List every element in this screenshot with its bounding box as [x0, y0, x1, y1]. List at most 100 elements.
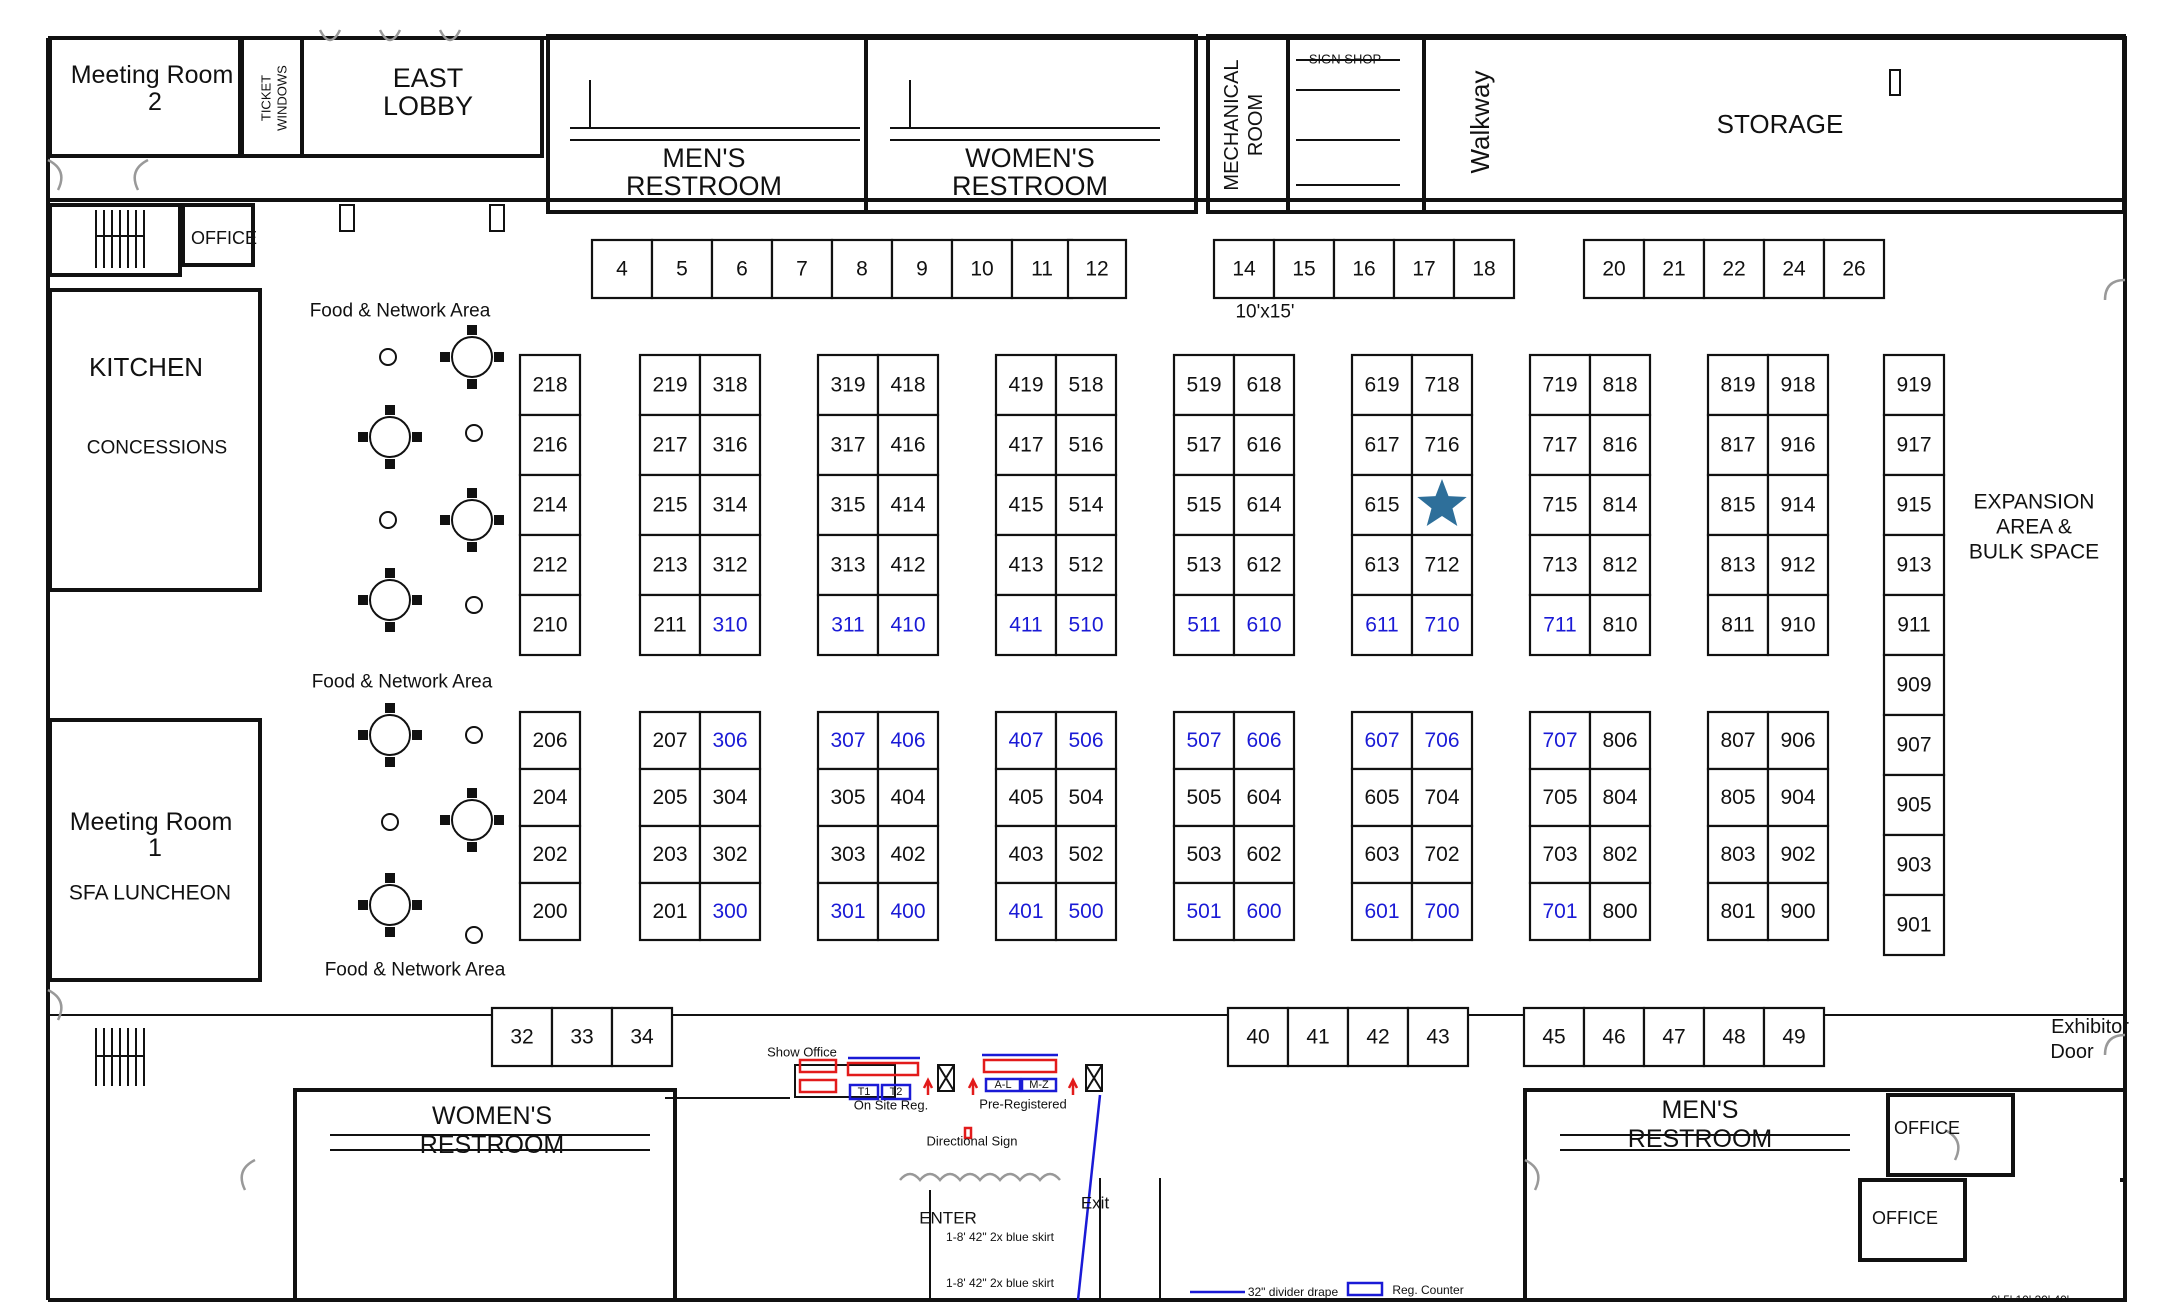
booth-501[interactable]: [1172, 881, 1236, 942]
booth-310[interactable]: [698, 593, 762, 657]
booth-34[interactable]: [610, 1006, 674, 1068]
booth-905[interactable]: [1882, 773, 1946, 837]
booth-810[interactable]: [1588, 593, 1652, 657]
booth-604[interactable]: [1232, 767, 1296, 828]
booth-318[interactable]: [698, 353, 762, 417]
booth-16[interactable]: [1332, 238, 1396, 300]
booth-418[interactable]: [876, 353, 940, 417]
booth-302[interactable]: [698, 824, 762, 885]
booth-907[interactable]: [1882, 713, 1946, 777]
booth-213[interactable]: [638, 533, 702, 597]
booth-26[interactable]: [1822, 238, 1886, 300]
booth-702[interactable]: [1410, 824, 1474, 885]
booth-707[interactable]: [1528, 710, 1592, 771]
booth-902[interactable]: [1766, 824, 1830, 885]
booth-416[interactable]: [876, 413, 940, 477]
booth-917[interactable]: [1882, 413, 1946, 477]
booth-502[interactable]: [1054, 824, 1118, 885]
booth-500[interactable]: [1054, 881, 1118, 942]
booth-607[interactable]: [1350, 710, 1414, 771]
booth-207[interactable]: [638, 710, 702, 771]
booth-813[interactable]: [1706, 533, 1770, 597]
booth-706[interactable]: [1410, 710, 1474, 771]
booth-815[interactable]: [1706, 473, 1770, 537]
booth-200[interactable]: [518, 881, 582, 942]
booth-46[interactable]: [1582, 1006, 1646, 1068]
booth-803[interactable]: [1706, 824, 1770, 885]
booth-811[interactable]: [1706, 593, 1770, 657]
booth-304[interactable]: [698, 767, 762, 828]
booth-513[interactable]: [1172, 533, 1236, 597]
booth-510[interactable]: [1054, 593, 1118, 657]
booth-704[interactable]: [1410, 767, 1474, 828]
booth-414[interactable]: [876, 473, 940, 537]
booth-801[interactable]: [1706, 881, 1770, 942]
booth-514[interactable]: [1054, 473, 1118, 537]
booth-410[interactable]: [876, 593, 940, 657]
booth-48[interactable]: [1702, 1006, 1766, 1068]
booth-906[interactable]: [1766, 710, 1830, 771]
booth-912[interactable]: [1766, 533, 1830, 597]
booth-715[interactable]: [1528, 473, 1592, 537]
booth-317[interactable]: [816, 413, 880, 477]
booth-600[interactable]: [1232, 881, 1296, 942]
booth-519[interactable]: [1172, 353, 1236, 417]
booth-411[interactable]: [994, 593, 1058, 657]
booth-603[interactable]: [1350, 824, 1414, 885]
booth-217[interactable]: [638, 413, 702, 477]
booth-402[interactable]: [876, 824, 940, 885]
booth-819[interactable]: [1706, 353, 1770, 417]
booth-711[interactable]: [1528, 593, 1592, 657]
booth-617[interactable]: [1350, 413, 1414, 477]
booth-518[interactable]: [1054, 353, 1118, 417]
booth-412[interactable]: [876, 533, 940, 597]
booth-910[interactable]: [1766, 593, 1830, 657]
booth-419[interactable]: [994, 353, 1058, 417]
booth-610[interactable]: [1232, 593, 1296, 657]
booth-800[interactable]: [1588, 881, 1652, 942]
booth-312[interactable]: [698, 533, 762, 597]
booth-911[interactable]: [1882, 593, 1946, 657]
booth-212[interactable]: [518, 533, 582, 597]
booth-802[interactable]: [1588, 824, 1652, 885]
booth-210[interactable]: [518, 593, 582, 657]
booth-700[interactable]: [1410, 881, 1474, 942]
booth-319[interactable]: [816, 353, 880, 417]
booth-18[interactable]: [1452, 238, 1516, 300]
booth-804[interactable]: [1588, 767, 1652, 828]
booth-901[interactable]: [1882, 893, 1946, 957]
booth-614[interactable]: [1232, 473, 1296, 537]
booth-812[interactable]: [1588, 533, 1652, 597]
booth-904[interactable]: [1766, 767, 1830, 828]
booth-216[interactable]: [518, 413, 582, 477]
booth-814[interactable]: [1588, 473, 1652, 537]
booth-415[interactable]: [994, 473, 1058, 537]
booth-606[interactable]: [1232, 710, 1296, 771]
booth-806[interactable]: [1588, 710, 1652, 771]
booth-300[interactable]: [698, 881, 762, 942]
booth-9[interactable]: [890, 238, 954, 300]
booth-40[interactable]: [1226, 1006, 1290, 1068]
booth-505[interactable]: [1172, 767, 1236, 828]
booth-11[interactable]: [1010, 238, 1074, 300]
booth-5[interactable]: [650, 238, 714, 300]
booth-710[interactable]: [1410, 593, 1474, 657]
booth-716[interactable]: [1410, 413, 1474, 477]
booth-315[interactable]: [816, 473, 880, 537]
booth-42[interactable]: [1346, 1006, 1410, 1068]
booth-7[interactable]: [770, 238, 834, 300]
booth-202[interactable]: [518, 824, 582, 885]
booth-45[interactable]: [1522, 1006, 1586, 1068]
booth-10[interactable]: [950, 238, 1014, 300]
booth-4[interactable]: [590, 238, 654, 300]
booth-405[interactable]: [994, 767, 1058, 828]
booth-17[interactable]: [1392, 238, 1456, 300]
booth-601[interactable]: [1350, 881, 1414, 942]
booth-311[interactable]: [816, 593, 880, 657]
booth-206[interactable]: [518, 710, 582, 771]
booth-516[interactable]: [1054, 413, 1118, 477]
booth-401[interactable]: [994, 881, 1058, 942]
booth-205[interactable]: [638, 767, 702, 828]
booth-900[interactable]: [1766, 881, 1830, 942]
booth-406[interactable]: [876, 710, 940, 771]
